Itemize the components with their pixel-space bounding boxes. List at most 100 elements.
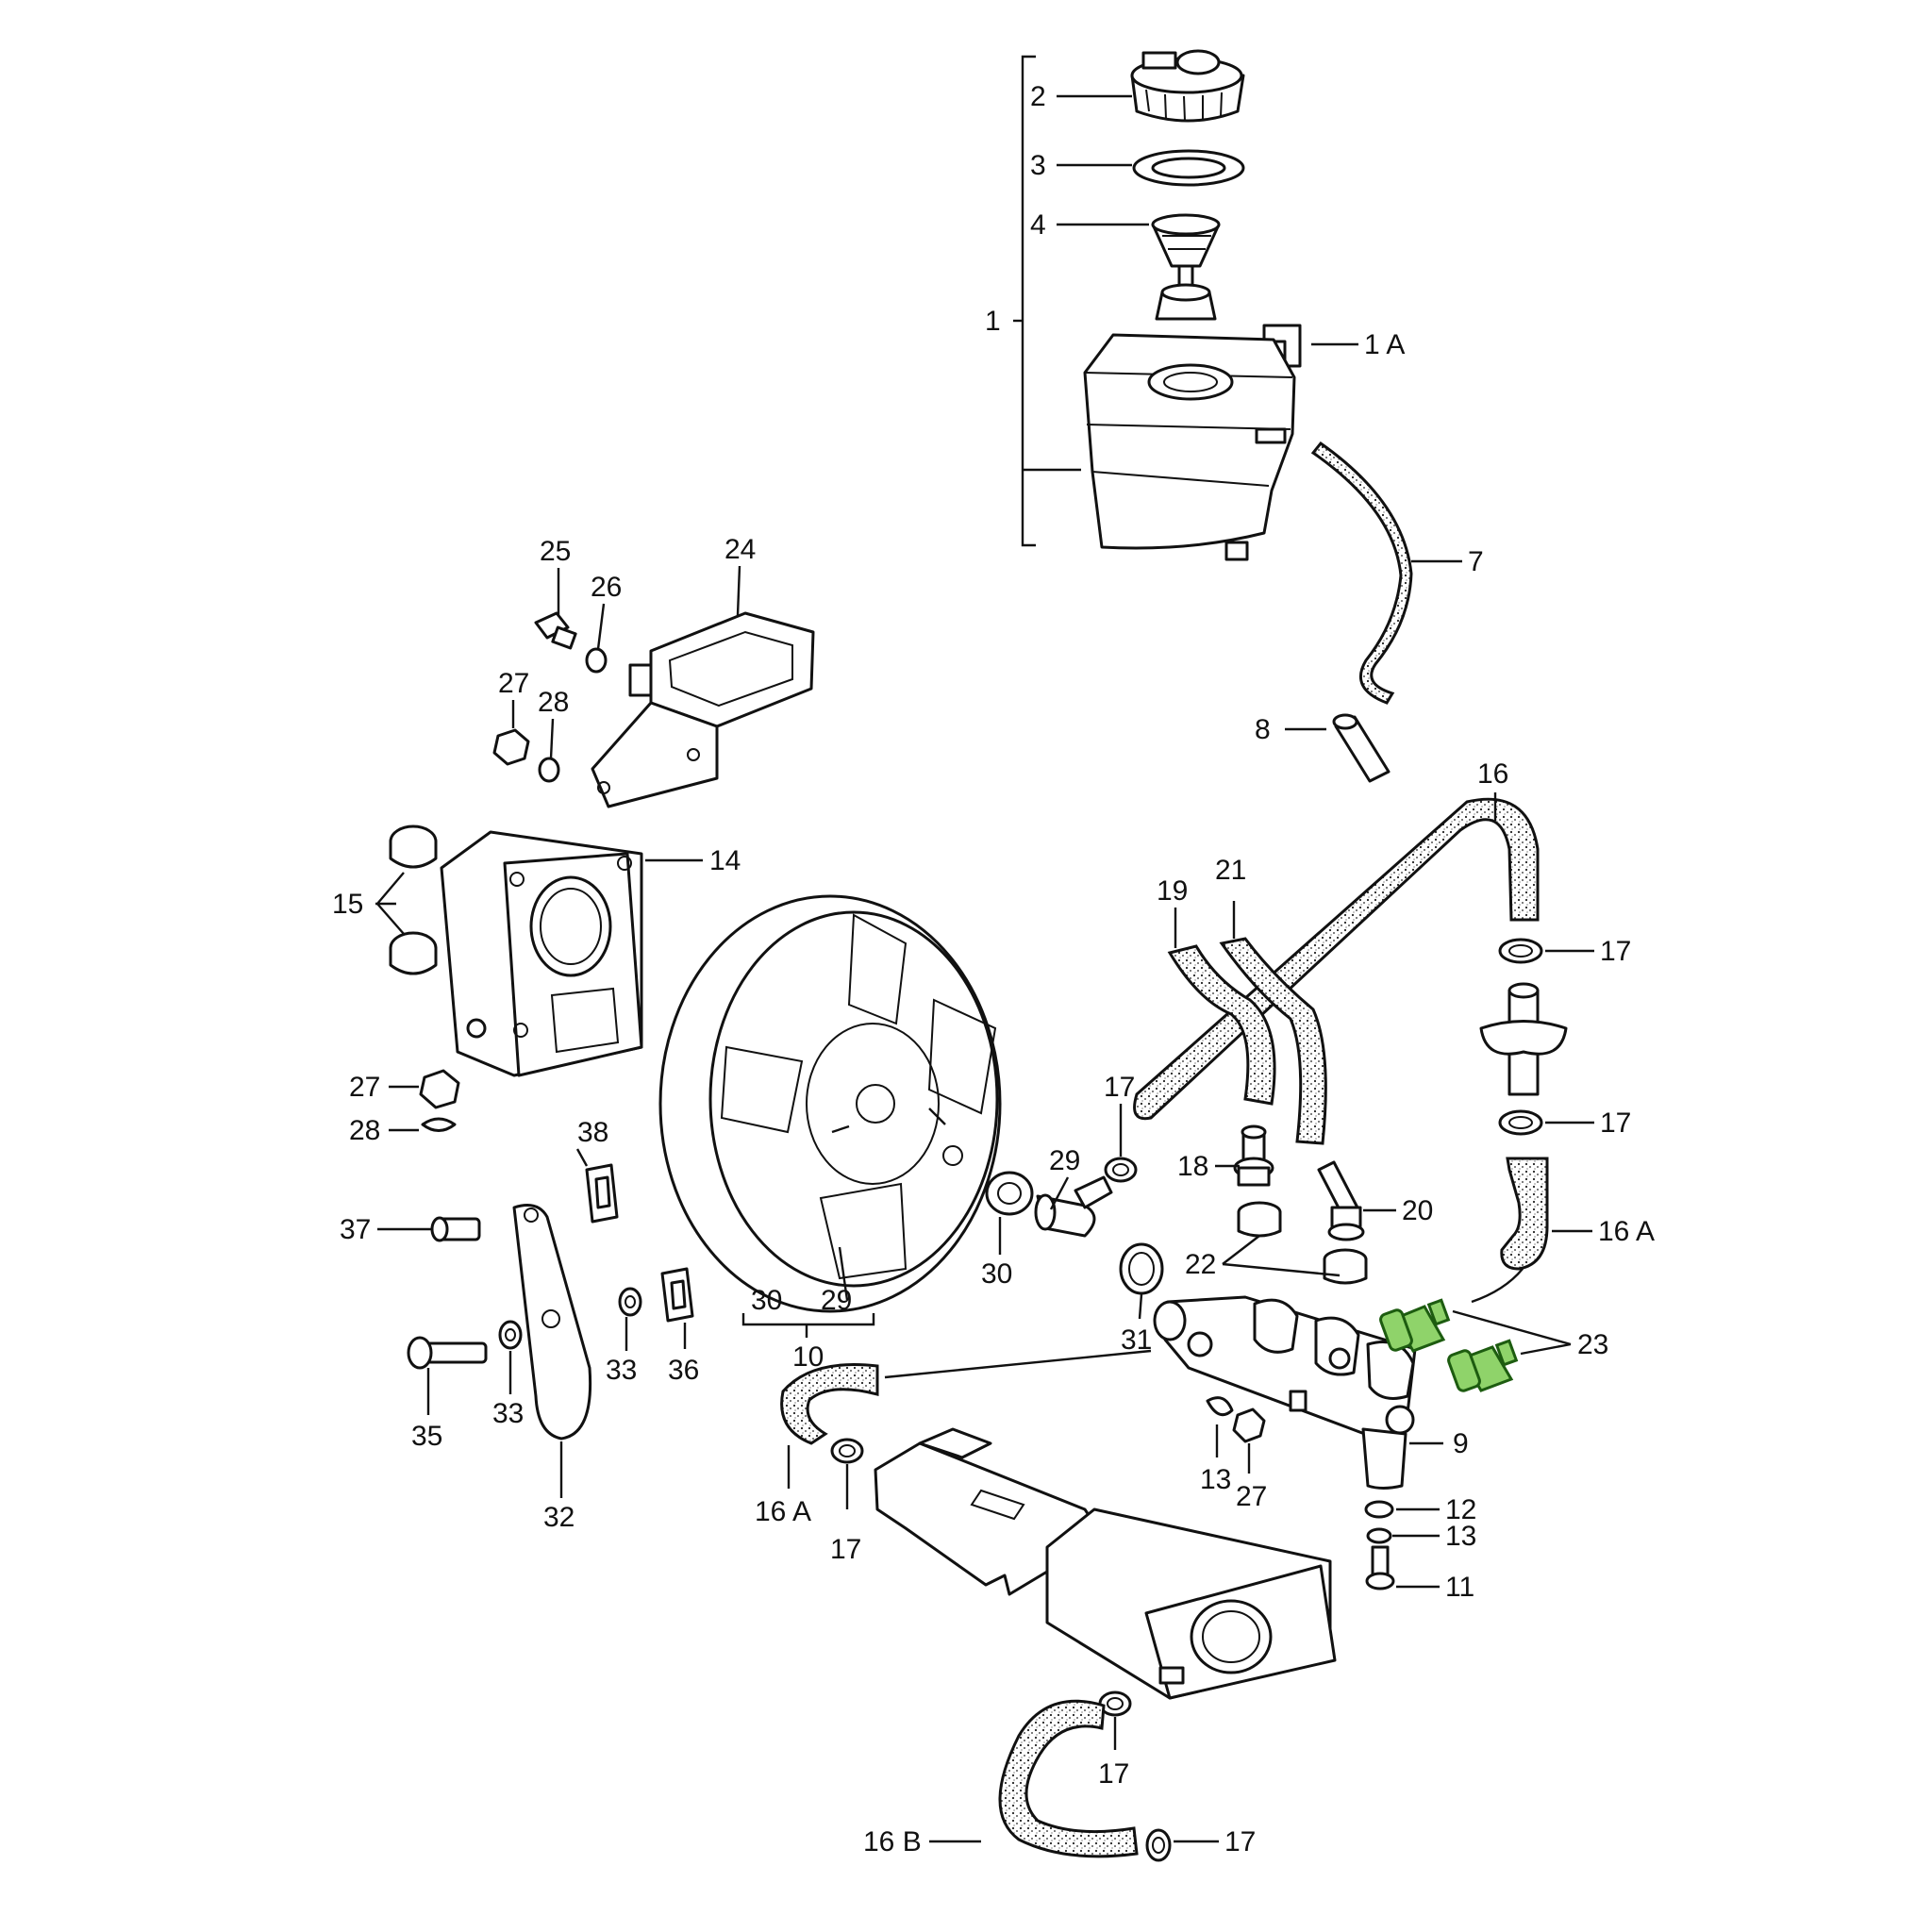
pedal-box-housing — [874, 1427, 1337, 1700]
clamp-17-left — [830, 1438, 864, 1464]
label-2: 2 — [1030, 81, 1046, 112]
label-24: 24 — [724, 534, 756, 565]
part-number-labels: 2 3 4 1 1 A 7 8 25 26 24 27 28 14 15 27 … — [332, 81, 1655, 1857]
label-27-top: 27 — [498, 668, 529, 699]
label-17-bottom: 17 — [1098, 1758, 1129, 1790]
vacuum-hose-16 — [1133, 797, 1540, 1121]
grommet-30 — [985, 1171, 1034, 1216]
label-17-end: 17 — [1224, 1826, 1256, 1857]
label-32: 32 — [543, 1502, 575, 1533]
hose-16a-left — [780, 1363, 879, 1445]
washer-13-left — [1206, 1396, 1234, 1417]
label-27-left: 27 — [349, 1072, 380, 1103]
label-30-booster: 30 — [751, 1285, 782, 1316]
plug-15-lower — [389, 931, 438, 975]
label-38: 38 — [577, 1117, 608, 1148]
booster-support — [440, 830, 643, 1077]
label-20: 20 — [1402, 1195, 1433, 1226]
label-22: 22 — [1185, 1249, 1216, 1280]
t-connector — [1479, 982, 1568, 1096]
bolt-25 — [534, 611, 577, 650]
check-valve-29 — [1034, 1175, 1113, 1238]
label-17-left: 17 — [830, 1534, 861, 1565]
clip-36 — [660, 1267, 694, 1323]
label-8: 8 — [1255, 714, 1271, 745]
label-1: 1 — [985, 306, 1001, 337]
reservoir-cap — [1130, 49, 1245, 123]
label-13-left: 13 — [1200, 1464, 1231, 1495]
seal-31 — [1119, 1242, 1164, 1295]
clamp-17-right-upper — [1498, 938, 1543, 964]
label-35: 35 — [411, 1421, 442, 1452]
hose-16a-right — [1500, 1157, 1549, 1271]
washer-28 — [538, 757, 560, 783]
hose-19 — [1167, 944, 1276, 1106]
pedal-lever — [512, 1204, 592, 1441]
label-36: 36 — [668, 1355, 699, 1386]
washer-28-left — [421, 1117, 457, 1132]
label-12: 12 — [1445, 1494, 1476, 1525]
label-16b: 16 B — [863, 1826, 922, 1857]
label-25: 25 — [540, 536, 571, 567]
fitting-20 — [1317, 1160, 1365, 1241]
label-27-right: 27 — [1236, 1481, 1267, 1512]
bolt-37 — [430, 1216, 481, 1242]
bushing-33-right — [618, 1287, 642, 1317]
washer-26 — [585, 647, 608, 674]
reservoir-body — [1083, 333, 1296, 561]
clamp-17-right-lower — [1498, 1109, 1543, 1136]
label-13-right: 13 — [1445, 1521, 1476, 1552]
grommet-22-left — [1237, 1201, 1282, 1238]
label-18: 18 — [1177, 1151, 1208, 1182]
label-10: 10 — [792, 1341, 824, 1373]
plug — [1332, 713, 1391, 783]
label-3: 3 — [1030, 150, 1046, 181]
label-33-left: 33 — [492, 1398, 524, 1429]
label-7: 7 — [1468, 546, 1484, 577]
master-cylinder — [1153, 1295, 1417, 1490]
label-28-top: 28 — [538, 687, 569, 718]
label-29: 29 — [1049, 1145, 1080, 1176]
label-16: 16 — [1477, 758, 1508, 790]
bolt-11 — [1365, 1545, 1395, 1591]
pressure-switch-lower — [1447, 1339, 1519, 1392]
fitting-18 — [1233, 1124, 1274, 1187]
label-1a: 1 A — [1364, 329, 1405, 360]
label-16a-left: 16 A — [755, 1496, 811, 1527]
washer-12 — [1364, 1500, 1394, 1519]
bolt-35 — [407, 1336, 488, 1370]
label-17-right-upper: 17 — [1600, 936, 1631, 967]
brake-booster — [658, 894, 1002, 1313]
label-26: 26 — [591, 572, 622, 603]
reservoir-assembly — [1013, 49, 1413, 783]
label-17-center: 17 — [1104, 1072, 1135, 1103]
clip-38 — [585, 1163, 619, 1224]
washer-13-right — [1366, 1527, 1392, 1544]
label-31: 31 — [1121, 1324, 1152, 1356]
label-29-booster: 29 — [821, 1285, 852, 1316]
leader-lines — [375, 94, 1594, 1843]
label-14: 14 — [709, 845, 741, 876]
nut-27-right — [1232, 1407, 1266, 1443]
support-bracket — [492, 611, 815, 808]
hose-16b — [998, 1699, 1139, 1858]
label-4: 4 — [1030, 209, 1046, 241]
label-11: 11 — [1445, 1572, 1474, 1603]
hose-21 — [1219, 937, 1327, 1145]
nut-27-left — [419, 1069, 460, 1109]
plug-15-upper — [389, 824, 438, 869]
label-30: 30 — [981, 1258, 1012, 1290]
pressure-switch-upper — [1379, 1298, 1451, 1353]
label-21: 21 — [1215, 855, 1246, 886]
nut-27 — [492, 728, 530, 766]
label-23: 23 — [1577, 1329, 1608, 1360]
label-37: 37 — [340, 1214, 371, 1245]
reservoir-hose — [1310, 441, 1413, 705]
grommet-22-right — [1323, 1248, 1368, 1285]
strainer — [1151, 213, 1221, 321]
label-17-right-lower: 17 — [1600, 1108, 1631, 1139]
clamp-17-end — [1145, 1828, 1172, 1862]
cap-seal — [1132, 149, 1245, 187]
label-15: 15 — [332, 889, 363, 920]
